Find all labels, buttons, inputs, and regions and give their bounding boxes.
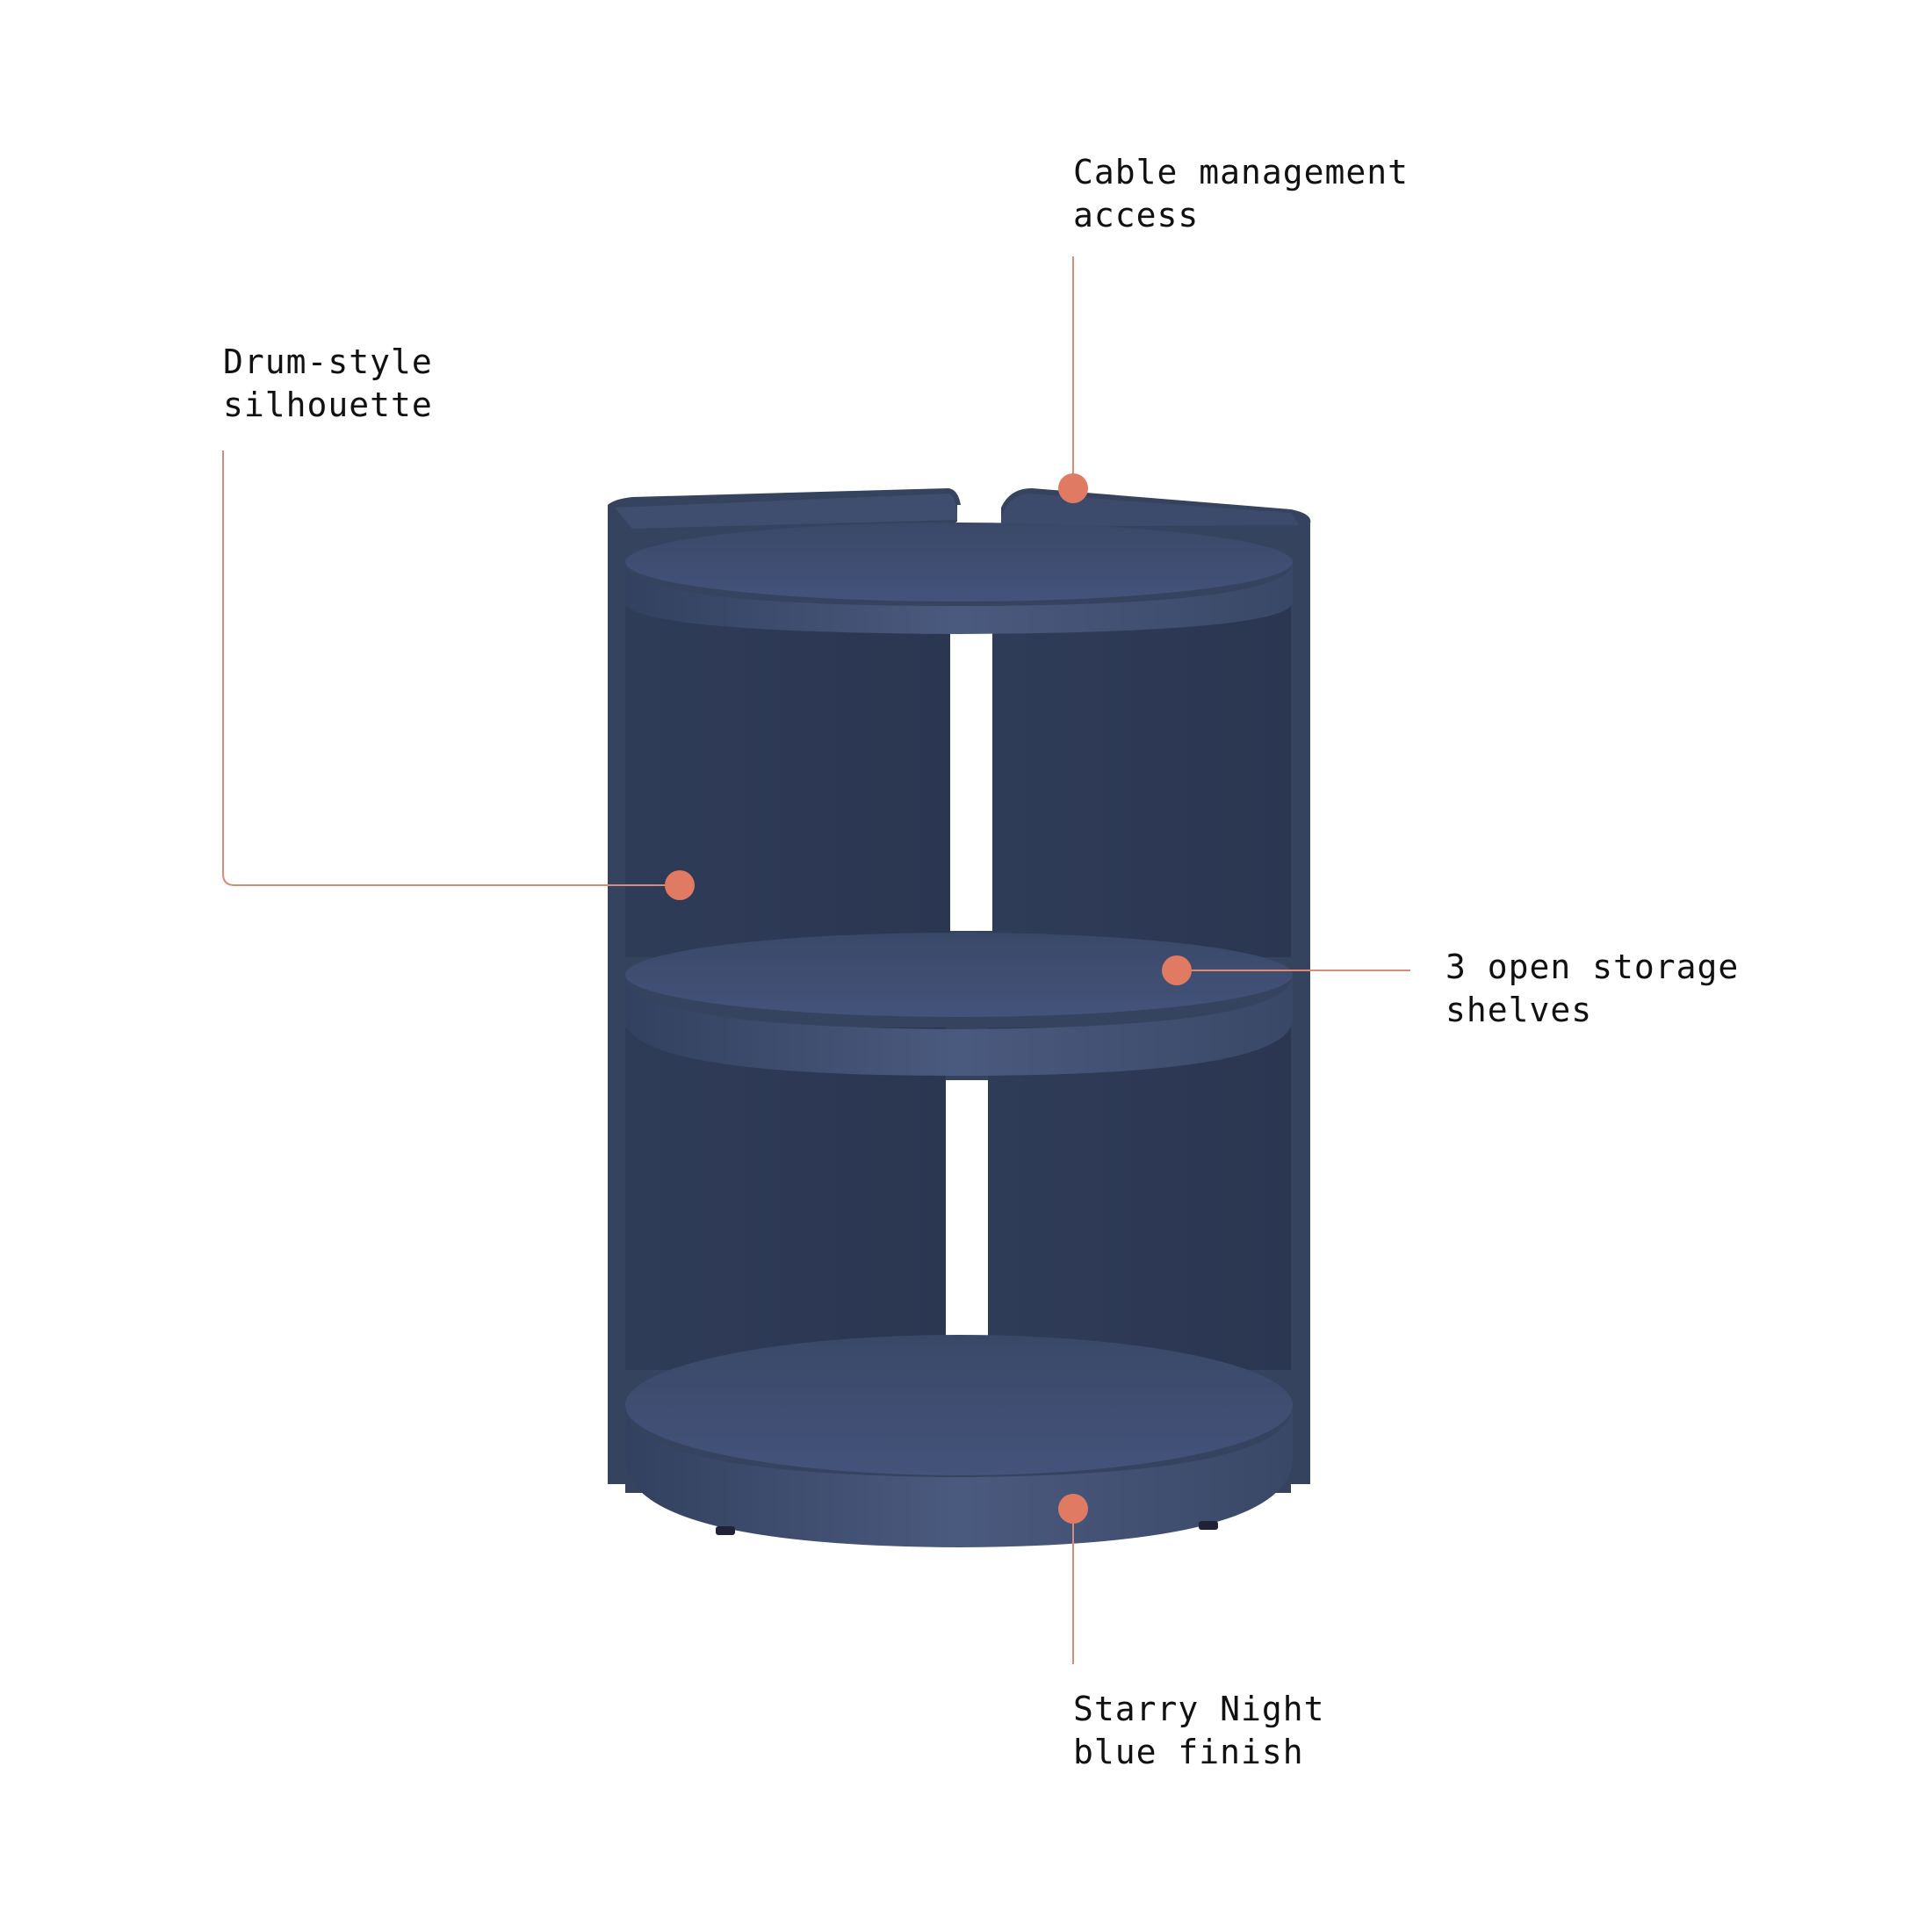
marker-dot-cable	[1058, 473, 1088, 503]
callout-cable-management: Cable management access	[1073, 151, 1409, 237]
callout-text-line: silhouette	[223, 386, 433, 424]
callout-drum-style: Drum-style silhouette	[223, 341, 433, 427]
leader-lines	[222, 256, 1410, 1664]
marker-dot-drum	[665, 870, 695, 900]
callout-text-line: shelves	[1445, 991, 1593, 1029]
callout-text-line: access	[1073, 196, 1200, 234]
table-body	[608, 488, 1311, 1547]
callout-text-line: blue finish	[1073, 1733, 1304, 1771]
callout-finish: Starry Night blue finish	[1073, 1688, 1325, 1774]
marker-dot-finish	[1058, 1494, 1088, 1524]
callout-storage-shelves: 3 open storage shelves	[1445, 946, 1739, 1032]
callout-markers	[665, 473, 1192, 1524]
callout-text-line: Drum-style	[223, 342, 433, 381]
callout-text-line: Starry Night	[1073, 1690, 1325, 1728]
leader-line-drum	[222, 451, 678, 886]
callout-text-line: Cable management	[1073, 153, 1409, 191]
callout-text-line: 3 open storage	[1445, 948, 1740, 986]
marker-dot-shelves	[1162, 955, 1192, 985]
